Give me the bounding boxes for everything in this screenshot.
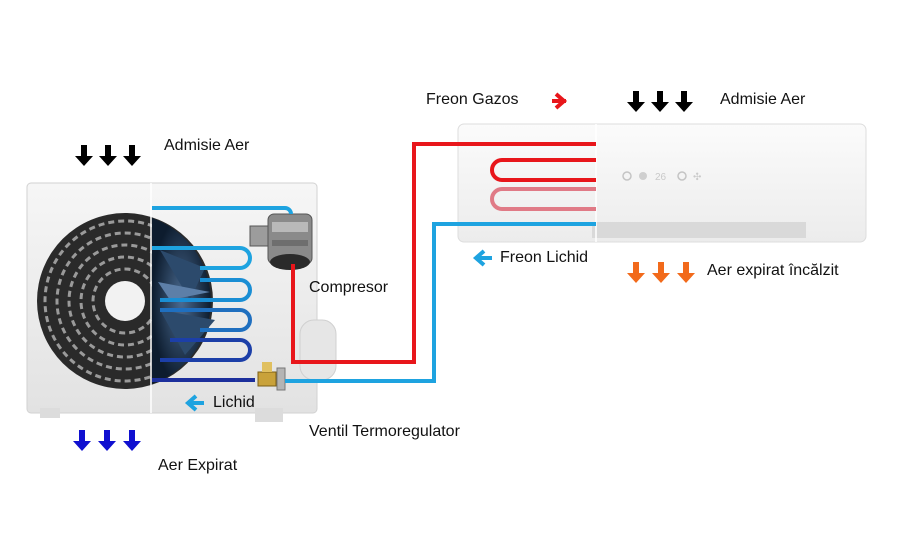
down-arrow-icon [677,262,695,283]
liquid-flow-arrow-icon [472,249,492,267]
down-arrow-icon [73,430,91,451]
indoor-intake-arrows [627,91,693,112]
down-arrow-icon [75,145,93,166]
indoor-air-intake-label: Admisie Aer [720,91,806,108]
down-arrow-icon [99,145,117,166]
liquid-flow-arrow-icon [184,394,204,412]
indoor-exhaust-arrows [627,262,695,283]
timer-icon [677,171,687,181]
liquid-label: Lichid [213,394,255,411]
moon-icon [639,172,647,180]
indoor-unit-louver [592,222,806,238]
outdoor-unit-foot [40,408,60,418]
control-panel: 26 ✣ [622,171,701,183]
power-icon [622,171,632,181]
outdoor-unit-foot [255,408,283,422]
valve-label: Ventil Termoregulator [309,423,460,440]
outdoor-air-exhaust-label: Aer Expirat [158,457,238,474]
gas-flow-arrow-icon [552,92,568,110]
down-arrow-icon [627,262,645,283]
outdoor-exhaust-arrows [73,430,141,451]
suction-pipe [152,206,293,215]
down-arrow-icon [675,91,693,112]
hot-gas-pipe [291,142,596,364]
gas-freon-label: Freon Gazos [426,91,519,108]
down-arrow-icon [627,91,645,112]
down-arrow-icon [651,91,669,112]
liquid-pipe [285,222,596,383]
indoor-air-exhaust-label: Aer expirat încălzit [707,262,839,279]
condenser-coil [152,246,255,382]
outdoor-unit-side-panel [299,319,337,381]
fan-icon: ✣ [693,172,701,183]
evaporator-coil [490,158,596,211]
outdoor-unit [26,182,337,422]
down-arrow-icon [123,145,141,166]
refrigerant-pipes [152,142,596,383]
down-arrow-icon [98,430,116,451]
down-arrow-icon [123,430,141,451]
liquid-freon-label: Freon Lichid [500,249,589,266]
indoor-unit: 26 ✣ [457,123,867,243]
down-arrow-icon [652,262,670,283]
temperature-display: 26 [655,172,667,183]
indoor-unit-casing [457,123,867,243]
compressor-label: Compresor [309,279,389,296]
outdoor-air-intake-label: Admisie Aer [164,137,250,154]
outdoor-intake-arrows [75,145,141,166]
